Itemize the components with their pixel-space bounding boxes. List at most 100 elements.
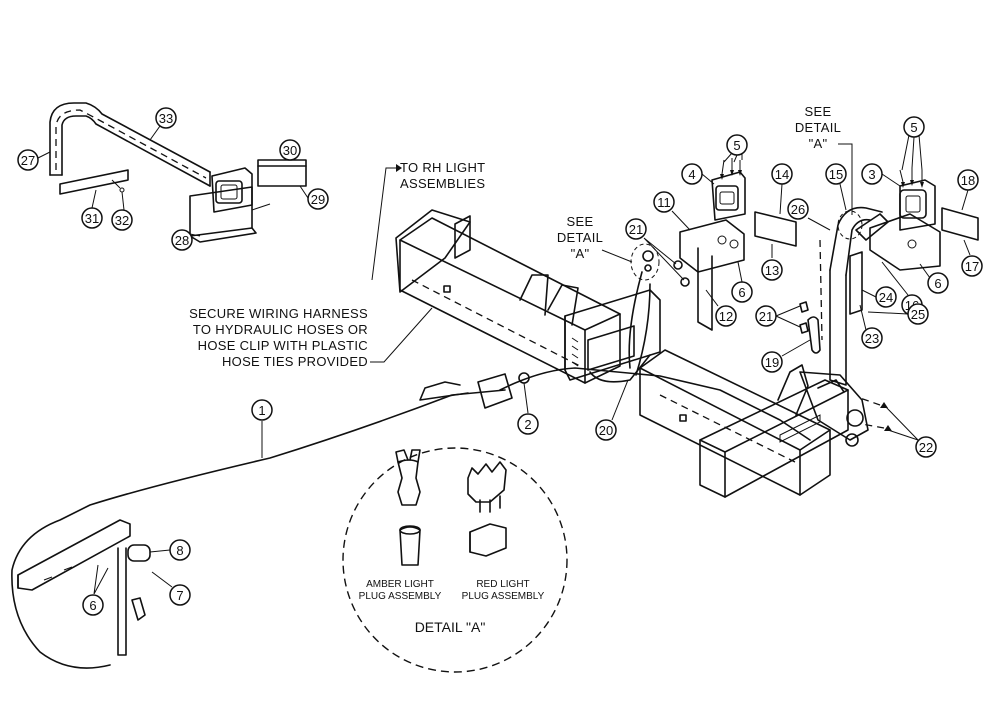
callout-20: 20 [595,379,629,441]
svg-text:4: 4 [688,167,695,182]
callout-11: 11 [653,191,691,231]
svg-text:20: 20 [599,423,613,438]
hardware-21 [642,250,809,334]
svg-text:1: 1 [258,403,265,418]
callout-1: 1 [251,399,273,458]
cross-tube [639,349,831,496]
hitch-box [564,289,661,383]
wiring-harness [11,271,811,669]
callout-28: 28 [171,229,201,251]
callout-6-center: 6 [731,261,753,303]
svg-text:6: 6 [934,276,941,291]
svg-text:ASSEMBLIES: ASSEMBLIES [400,176,485,191]
svg-text:21: 21 [759,309,773,324]
frame-mount-bracket [454,215,471,259]
detail-title: DETAIL "A" [415,619,486,635]
lamp-mount-center [679,171,746,331]
svg-text:TO RH LIGHT: TO RH LIGHT [400,160,485,175]
note-line: SEE [567,214,594,229]
detail-a-labels: AMBER LIGHT PLUG ASSEMBLY RED LIGHT PLUG… [359,579,545,635]
note-line: "A" [809,136,828,151]
note-wiring: SECURE WIRING HARNESS TO HYDRAULIC HOSES… [189,306,433,369]
svg-text:28: 28 [175,233,189,248]
callout-17: 17 [961,239,983,277]
callout-29: 29 [299,185,329,210]
svg-text:15: 15 [829,167,843,182]
callout-31: 31 [81,189,103,229]
svg-text:6: 6 [738,285,745,300]
detail-a-circle [342,447,568,673]
svg-text:23: 23 [865,331,879,346]
svg-text:18: 18 [961,173,975,188]
callout-18: 18 [957,169,979,211]
callout-13: 13 [761,244,783,281]
svg-text:5: 5 [733,138,740,153]
svg-text:30: 30 [283,143,297,158]
svg-text:14: 14 [775,167,789,182]
note-see-detail-right: SEE DETAIL "A" [795,104,863,240]
lamp-mount-left [189,159,307,243]
note-line: DETAIL [557,230,603,245]
svg-text:25: 25 [911,307,925,322]
svg-text:26: 26 [791,202,805,217]
note-line: SEE [805,104,832,119]
callout-3: 3 [861,163,901,187]
svg-text:27: 27 [21,153,35,168]
reflector-14 [754,211,797,247]
svg-text:7: 7 [176,588,183,603]
rear-tube [699,379,849,498]
note-line: SECURE WIRING HARNESS [189,306,368,321]
note-line: "A" [571,246,590,261]
svg-text:22: 22 [919,440,933,455]
callout-12: 12 [705,289,737,327]
callout-24: 24 [861,286,897,308]
svg-text:29: 29 [311,192,325,207]
note-rh-light: TO RH LIGHT ASSEMBLIES [371,160,485,281]
red-label-line: RED LIGHT [476,579,529,590]
callout-21-right: 21 [755,305,801,328]
svg-text:13: 13 [765,263,779,278]
callout-25: 25 [867,303,929,325]
callout-33: 33 [149,107,177,141]
svg-text:3: 3 [868,167,875,182]
svg-text:5: 5 [910,120,917,135]
amber-label-line: AMBER LIGHT [366,579,434,590]
callout-2: 2 [517,382,539,435]
callout-21-center: 21 [625,218,685,281]
note-line: HOSE CLIP WITH PLASTIC [198,338,368,353]
light-bracket-arm [49,102,211,187]
callout-5-right-leaders [901,134,923,171]
reflector-18 [941,207,979,241]
svg-text:17: 17 [965,259,979,274]
svg-text:33: 33 [159,111,173,126]
note-line: DETAIL [795,120,841,135]
callout-32: 32 [111,191,133,231]
svg-text:19: 19 [765,355,779,370]
callout-14: 14 [771,163,793,215]
callout-15: 15 [825,163,847,211]
callout-22: 22 [883,404,937,458]
note-line: HOSE TIES PROVIDED [222,354,368,369]
callout-6-right: 6 [919,263,949,294]
callout-5-right: 5 [903,116,925,138]
amber-label-line: PLUG ASSEMBLY [359,591,442,602]
svg-text:24: 24 [879,290,893,305]
callout-6-lower: 6 [82,564,109,616]
callout-26: 26 [787,198,831,231]
callout-8: 8 [149,539,191,561]
note-line: TO HYDRAULIC HOSES OR [193,322,368,337]
callout-27: 27 [17,149,51,171]
callout-7: 7 [151,571,191,606]
callout-30: 30 [279,139,301,161]
note-line: ASSEMBLIES [400,176,485,191]
callout-19: 19 [761,339,811,373]
svg-text:8: 8 [176,543,183,558]
svg-text:11: 11 [657,195,671,210]
hitch-plates [519,274,579,326]
svg-text:12: 12 [719,309,733,324]
svg-text:2: 2 [524,417,531,432]
mount-plate-19 [807,316,821,354]
lower-light-bracket [17,519,151,656]
note-see-detail-center: SEE DETAIL "A" [557,214,660,281]
